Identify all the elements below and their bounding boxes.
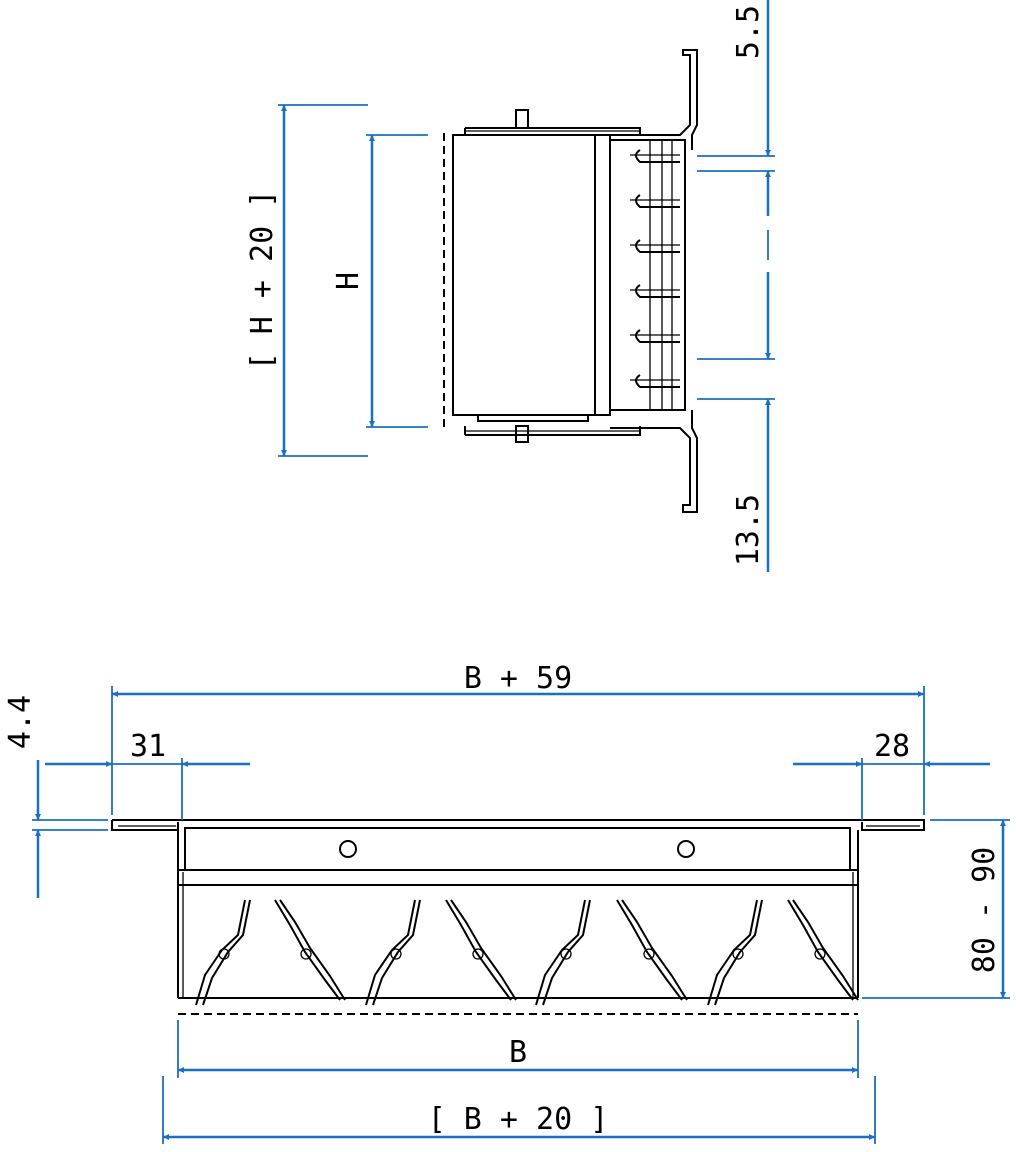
- dim-bottom-gap-label: 13.5: [731, 494, 766, 566]
- top-spindle: [515, 109, 529, 129]
- blade-stack: [630, 140, 680, 410]
- blade-frame: [610, 139, 686, 411]
- blade-row: [195, 899, 859, 1006]
- screw-hole-right: [677, 840, 695, 858]
- dim-depth-label: 80 - 90: [967, 847, 1002, 973]
- frame-bottom-profile: [610, 410, 698, 513]
- frame-bar: [184, 827, 851, 871]
- dim-top-gap-label: 5.5: [731, 5, 766, 59]
- damper-body: [452, 134, 596, 416]
- dim-overall-label: B + 59: [464, 661, 572, 696]
- dim-b-label: B: [509, 1035, 527, 1070]
- top-flange: [111, 819, 925, 831]
- side-view: [ H + 20 ] H 5.5 13.5: [245, 0, 775, 572]
- dim-left-flange-label: 31: [130, 729, 166, 764]
- dim-right-flange-label: 28: [874, 729, 910, 764]
- damper-frame: [594, 134, 611, 416]
- dim-h-label: H: [331, 272, 366, 290]
- frame-top-profile: [610, 49, 698, 150]
- dim-b-plus-20-label: [ B + 20 ]: [428, 1102, 609, 1137]
- dim-h-plus-20-label: [ H + 20 ]: [245, 190, 280, 371]
- bottom-spindle: [515, 425, 529, 443]
- front-view: B + 59 31 28 4.4 80 - 90 B [ B + 20: [3, 661, 1010, 1144]
- dim-flange-thickness-label: 4.4: [3, 695, 38, 749]
- screw-hole-left: [339, 840, 357, 858]
